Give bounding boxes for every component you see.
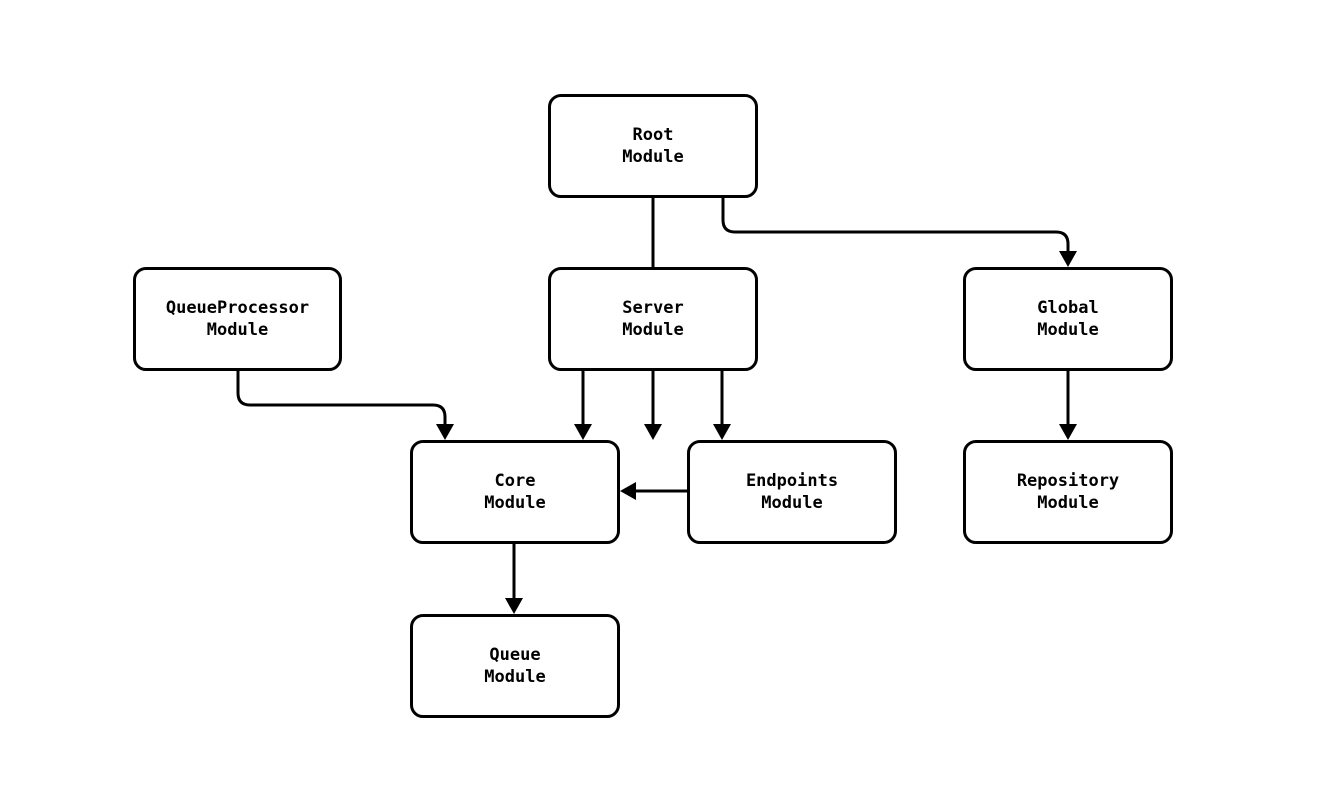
arrowhead-endpoints-to-core	[620, 482, 636, 500]
edge-queueprocessor-to-core	[236, 371, 447, 424]
arrowhead-server-to-core	[574, 424, 592, 440]
node-label-secondary: Module	[206, 320, 269, 340]
arrowhead-core-to-queue	[505, 598, 523, 614]
node-label-primary: Server	[622, 298, 684, 318]
arrowhead-root-to-global	[1059, 251, 1077, 267]
node-label-secondary: Module	[761, 493, 823, 513]
arrowhead-root-to-server	[644, 424, 662, 440]
node-label-primary: QueueProcessor	[165, 298, 310, 318]
node-label-secondary: Module	[1037, 320, 1099, 340]
edge-root-to-global	[721, 198, 1070, 251]
arrowhead-global-to-repository	[1059, 424, 1077, 440]
node-label-secondary: Module	[622, 147, 684, 167]
arrowhead-server-to-endpoints	[713, 424, 731, 440]
node-label-primary: Queue	[489, 645, 541, 665]
node-label-primary: Root	[632, 125, 674, 145]
node-label-primary: Core	[494, 471, 536, 491]
node-label-secondary: Module	[622, 320, 684, 340]
node-label-secondary: Module	[1037, 493, 1099, 513]
node-label-primary: Endpoints	[745, 471, 839, 491]
node-label-primary: Repository	[1016, 471, 1120, 491]
node-label-primary: Global	[1037, 298, 1099, 318]
node-label-secondary: Module	[484, 667, 546, 687]
arrowhead-queueprocessor-to-core	[436, 424, 454, 440]
node-label-secondary: Module	[484, 493, 546, 513]
